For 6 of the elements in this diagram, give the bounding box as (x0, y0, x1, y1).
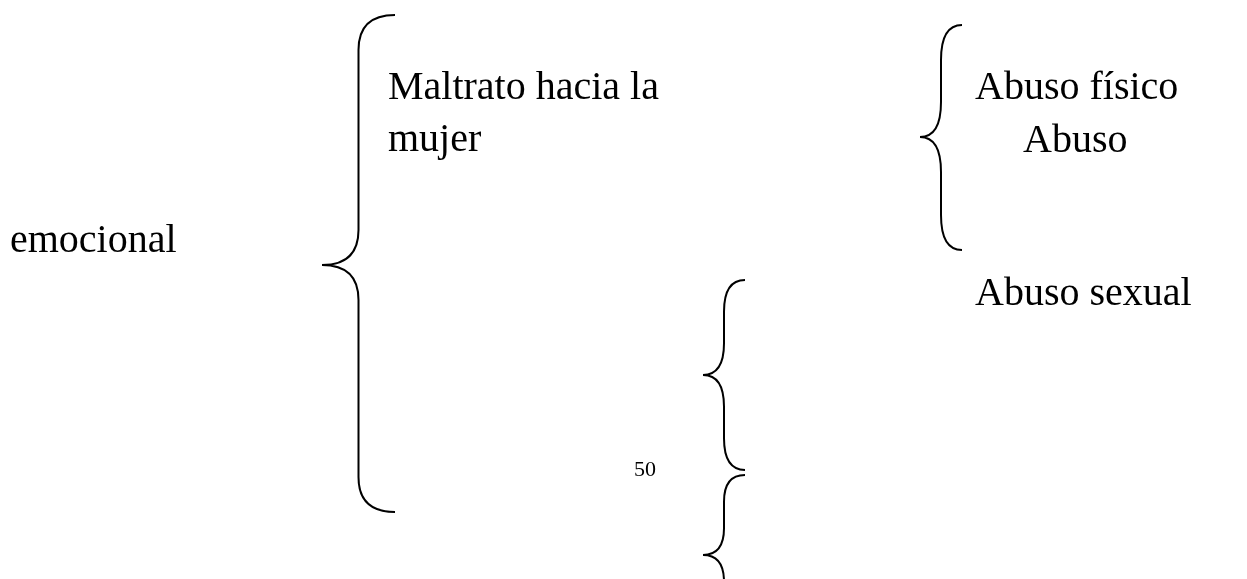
label-text: emocional (10, 215, 177, 263)
label-text: Maltrato hacia la mujer (388, 62, 660, 162)
page-number: 50 (634, 455, 656, 483)
label-text: Abuso sexual (975, 268, 1192, 316)
label-text: Abuso físico (975, 62, 1179, 110)
label-text: Abuso (1023, 115, 1128, 163)
